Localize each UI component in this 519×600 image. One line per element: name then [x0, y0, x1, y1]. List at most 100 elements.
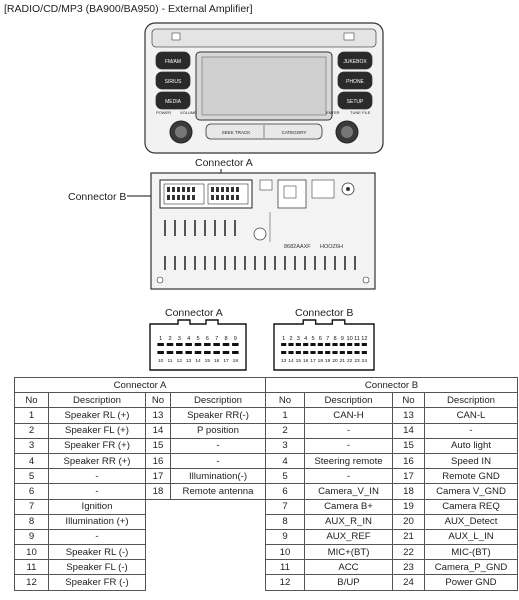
pin-label: 18: [318, 358, 324, 364]
pin-label: 4: [187, 336, 190, 342]
pin-number: 3: [265, 437, 305, 454]
pin-label: 23: [354, 358, 360, 364]
pin-description: ACC: [304, 559, 393, 576]
pin-label: 16: [303, 358, 309, 364]
pin-number: 20: [392, 513, 425, 530]
empty-cell: [146, 514, 171, 529]
pin-number: 1: [265, 407, 305, 424]
pin-number: 13: [145, 407, 171, 424]
pin-description: Camera_V_IN: [304, 483, 393, 500]
connector-b-group-header: Connector B: [264, 376, 519, 394]
pin-number: 2: [265, 422, 305, 439]
pin-description: Power GND: [423, 574, 519, 591]
pin-description: MIC+(BT): [304, 544, 393, 561]
pin-contact: [317, 351, 323, 354]
pin-number: 5: [265, 468, 305, 485]
empty-cell: [146, 545, 171, 560]
pin-contact: [361, 343, 367, 346]
connector-b-face-title: Connector B: [295, 307, 354, 319]
tune-file-label: TUNE FILE: [350, 110, 371, 115]
media-button-label: MEDIA: [165, 99, 182, 105]
pin-contact: [166, 351, 174, 354]
pin-description: -: [304, 437, 393, 454]
col-header-no: No: [14, 392, 49, 409]
pin-contact: [325, 343, 331, 346]
rear-label-left: 8682AAXF: [284, 244, 311, 250]
head-unit-front-illustration: FM/AM SIRIUS MEDIA JUKEBOX PHONE SETUP P…: [144, 22, 384, 154]
pin-contact: [176, 351, 183, 354]
pin-label: 7: [326, 336, 329, 342]
pin-contact: [310, 351, 316, 354]
pin-label: 3: [297, 336, 300, 342]
pin-description: Remote GND: [423, 468, 519, 485]
pin-number: 18: [145, 483, 171, 500]
pin-description: AUX_Detect: [423, 513, 519, 530]
pin-contact: [347, 343, 353, 346]
pin-label: 24: [362, 358, 368, 364]
table-column-header-row: No Description No Description No Descrip…: [14, 392, 519, 409]
pin-label: 3: [178, 336, 181, 342]
pin-number: 21: [392, 528, 425, 546]
pin-number: 2: [14, 422, 49, 439]
pin-contact: [361, 351, 367, 354]
pin-number: 15: [392, 437, 425, 454]
fmam-button-label: FM/AM: [165, 59, 181, 65]
pin-contact: [222, 351, 230, 354]
pin-description: AUX_R_IN: [304, 513, 393, 530]
empty-cell: [146, 575, 171, 590]
pin-description: MIC-(BT): [423, 544, 519, 561]
pin-number: 6: [14, 483, 49, 500]
pin-description: Remote antenna: [170, 483, 266, 500]
pin-number: 4: [14, 452, 49, 470]
pin-number: 14: [145, 422, 171, 439]
pin-contact: [339, 343, 345, 346]
pin-contact: [288, 351, 294, 354]
pin-number: 8: [14, 513, 49, 530]
pin-label: 9: [234, 336, 237, 342]
pin-label: 15: [205, 358, 211, 364]
pin-number: 7: [14, 498, 49, 515]
pin-description: AUX_L_IN: [423, 528, 519, 546]
empty-cell: [146, 560, 171, 575]
pin-number: 14: [392, 422, 425, 439]
col-header-no: No: [392, 392, 425, 409]
pin-number: 8: [265, 513, 305, 530]
pin-number: 19: [392, 498, 425, 515]
pin-contact: [176, 343, 183, 346]
pin-number: 7: [265, 498, 305, 515]
pin-contact: [347, 351, 353, 354]
pin-number: 24: [392, 574, 425, 591]
pin-label: 4: [304, 336, 307, 342]
pin-number: 10: [14, 544, 49, 561]
pin-description: -: [423, 422, 519, 439]
pin-description: Speaker FL (+): [48, 422, 146, 439]
pin-number: 6: [265, 483, 305, 500]
pin-number: 17: [392, 468, 425, 485]
pin-label: 7: [215, 336, 218, 342]
pin-number: 13: [392, 407, 425, 424]
pin-description: Speaker RR (+): [48, 452, 146, 470]
pin-number: 3: [14, 437, 49, 454]
pin-label: 9: [341, 336, 344, 342]
pin-description: CAN-L: [423, 407, 519, 424]
pin-contact: [194, 343, 202, 346]
pin-label: 1: [159, 336, 162, 342]
pin-contact: [204, 351, 211, 354]
pin-description: Speaker RR(-): [170, 407, 266, 424]
pin-number: 17: [145, 468, 171, 485]
pin-contact: [354, 351, 360, 354]
pin-contact: [185, 351, 192, 354]
pin-contact: [166, 343, 174, 346]
pin-description: -: [170, 452, 266, 470]
power-label: POWER: [156, 110, 171, 115]
pin-number: 1: [14, 407, 49, 424]
